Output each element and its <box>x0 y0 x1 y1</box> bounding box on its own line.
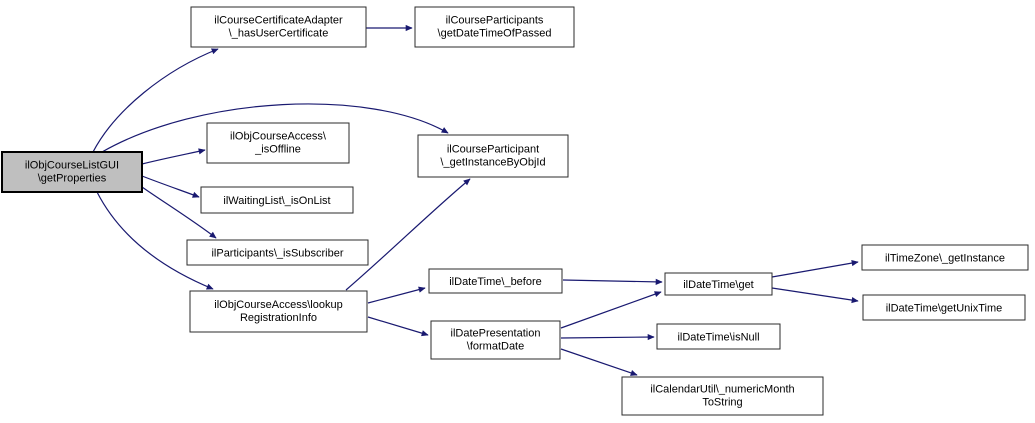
node-getDateTimeOfPassed[interactable]: ilCourseParticipants\getDateTimeOfPassed <box>414 6 575 48</box>
node-getProperties: ilObjCourseListGUI\getProperties <box>1 151 143 193</box>
node-label-numericMonthToString-line2: ToString <box>702 397 742 409</box>
node-getUnixTime[interactable]: ilDateTime\getUnixTime <box>862 294 1026 321</box>
edge-getProperties-to-getInstanceByObjId <box>101 103 449 153</box>
node-label-get-line1: ilDateTime\get <box>683 279 754 291</box>
edge-get-to-getInstance <box>771 260 859 278</box>
edge-lookupRegistrationInfo-to-getInstanceByObjId <box>345 178 471 291</box>
node-box-getDateTimeOfPassed[interactable] <box>414 6 575 48</box>
node-isSubscriber[interactable]: ilParticipants\_isSubscriber <box>186 239 369 266</box>
edge-getProperties-to-hasUserCertificate <box>92 48 219 153</box>
edge-get-to-getUnixTime <box>771 287 859 304</box>
node-box-getInstanceByObjId[interactable] <box>417 134 569 178</box>
edge-formatDate-to-get <box>560 291 662 329</box>
node-box-hasUserCertificate[interactable] <box>190 6 367 48</box>
node-label-hasUserCertificate-line1: ilCourseCertificateAdapter <box>214 15 343 27</box>
edge-formatDate-to-numericMonthToString <box>560 348 638 376</box>
node-label-getProperties-line2: \getProperties <box>38 173 107 185</box>
node-box-isOffline[interactable] <box>206 122 350 164</box>
node-label-isOffline-line1: ilObjCourseAccess\ <box>230 131 327 143</box>
edge-lookupRegistrationInfo-to-before <box>367 286 426 304</box>
node-box-getInstance[interactable] <box>861 244 1029 271</box>
node-box-getProperties <box>1 151 143 193</box>
node-isNull[interactable]: ilDateTime\isNull <box>656 323 781 350</box>
node-label-isOffline-line2: _isOffline <box>254 144 301 156</box>
edge-before-to-get <box>562 278 663 285</box>
node-label-isNull-line1: ilDateTime\isNull <box>677 332 759 344</box>
node-box-lookupRegistrationInfo[interactable] <box>189 290 368 333</box>
node-isOffline[interactable]: ilObjCourseAccess\_isOffline <box>206 122 350 164</box>
node-label-isSubscriber-line1: ilParticipants\_isSubscriber <box>211 248 343 260</box>
edge-getProperties-to-isOnList <box>141 175 200 198</box>
node-box-isNull[interactable] <box>656 323 781 350</box>
node-box-isSubscriber[interactable] <box>186 239 369 266</box>
node-label-getDateTimeOfPassed-line1: ilCourseParticipants <box>446 15 544 27</box>
node-label-getInstanceByObjId-line1: ilCourseParticipant <box>447 144 539 156</box>
node-label-getUnixTime-line1: ilDateTime\getUnixTime <box>886 303 1003 315</box>
node-label-numericMonthToString-line1: ilCalendarUtil\_numericMonth <box>650 384 794 396</box>
node-label-getInstance-line1: ilTimeZone\_getInstance <box>885 253 1005 265</box>
node-label-lookupRegistrationInfo-line2: RegistrationInfo <box>240 312 317 324</box>
edge-getProperties-to-isSubscriber <box>141 186 217 239</box>
node-box-numericMonthToString[interactable] <box>621 376 824 416</box>
node-label-lookupRegistrationInfo-line1: ilObjCourseAccess\lookup <box>214 299 342 311</box>
node-getInstanceByObjId[interactable]: ilCourseParticipant\_getInstanceByObjId <box>417 134 569 178</box>
node-box-formatDate[interactable] <box>430 320 561 360</box>
node-label-isOnList-line1: ilWaitingList\_isOnList <box>223 195 330 207</box>
node-label-getProperties-line1: ilObjCourseListGUI <box>25 160 119 172</box>
edge-lookupRegistrationInfo-to-formatDate <box>367 316 429 337</box>
node-label-hasUserCertificate-line2: \_hasUserCertificate <box>229 28 329 40</box>
node-formatDate[interactable]: ilDatePresentation\formatDate <box>430 320 561 360</box>
edge-formatDate-to-isNull <box>560 333 655 341</box>
edge-getProperties-to-isOffline <box>141 148 206 165</box>
node-box-get[interactable] <box>664 272 773 296</box>
edge-getProperties-to-lookupRegistrationInfo <box>96 191 214 290</box>
node-label-getDateTimeOfPassed-line2: \getDateTimeOfPassed <box>438 28 552 40</box>
node-box-isOnList[interactable] <box>200 186 354 214</box>
node-getInstance[interactable]: ilTimeZone\_getInstance <box>861 244 1029 271</box>
node-get[interactable]: ilDateTime\get <box>664 272 773 296</box>
node-label-formatDate-line2: \formatDate <box>467 341 524 353</box>
node-before[interactable]: ilDateTime\_before <box>428 268 563 294</box>
node-box-getUnixTime[interactable] <box>862 294 1026 321</box>
node-isOnList[interactable]: ilWaitingList\_isOnList <box>200 186 354 214</box>
node-label-before-line1: ilDateTime\_before <box>449 276 542 288</box>
node-label-formatDate-line1: ilDatePresentation <box>451 328 541 340</box>
node-box-before[interactable] <box>428 268 563 294</box>
node-label-getInstanceByObjId-line2: \_getInstanceByObjId <box>440 157 545 169</box>
node-hasUserCertificate[interactable]: ilCourseCertificateAdapter\_hasUserCerti… <box>190 6 367 48</box>
